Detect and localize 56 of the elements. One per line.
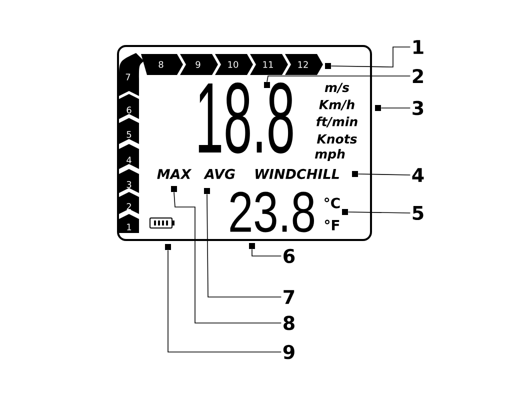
callout-number: 1 bbox=[414, 40, 424, 54]
node-label: 3 bbox=[126, 181, 132, 188]
callout-number: 8 bbox=[284, 316, 294, 330]
node-label: 7 bbox=[126, 74, 130, 80]
scale-segment: 4 bbox=[119, 144, 139, 169]
leader-line bbox=[168, 250, 282, 352]
node-label: 4 bbox=[126, 156, 132, 164]
unit-label: °C bbox=[324, 198, 340, 208]
big-digits: 18.8 bbox=[198, 82, 293, 154]
scale-segment: 6 bbox=[119, 94, 139, 119]
unit-label: °F bbox=[324, 220, 340, 230]
marker-square bbox=[325, 63, 331, 69]
scale-segment: 10 bbox=[215, 54, 253, 75]
temperature-digits: 23.8 bbox=[230, 192, 314, 232]
unit-label: m/s bbox=[324, 82, 350, 94]
callout-number: 6 bbox=[284, 248, 295, 264]
scale-segment: 3 bbox=[119, 169, 139, 193]
unit-label: Knots bbox=[316, 134, 357, 144]
marker-square bbox=[342, 209, 348, 215]
marker-square bbox=[264, 82, 270, 88]
marker-square bbox=[171, 186, 177, 192]
marker-square bbox=[249, 243, 255, 249]
scale-segment: 12 bbox=[285, 54, 323, 75]
lcd-frame bbox=[117, 45, 372, 241]
leader-line bbox=[358, 174, 411, 176]
callout-number: 9 bbox=[283, 344, 294, 360]
leader-line bbox=[252, 248, 282, 256]
leader-line bbox=[330, 46, 411, 68]
marker-square bbox=[375, 105, 381, 111]
node-label: 1 bbox=[127, 224, 132, 230]
mode-label: WINDCHILL bbox=[256, 168, 339, 180]
node-label: 5 bbox=[126, 131, 132, 138]
scale-segment: 9 bbox=[180, 54, 218, 75]
scale-segment: 11 bbox=[250, 54, 288, 75]
callout-number: 7 bbox=[284, 290, 294, 304]
callout-number: 5 bbox=[412, 206, 424, 220]
scale-segment: 1 bbox=[119, 214, 139, 233]
callout-number: 2 bbox=[412, 68, 423, 84]
callout-number: 3 bbox=[412, 100, 424, 116]
callout-number: 4 bbox=[412, 168, 424, 182]
scale-segment: 7 bbox=[119, 53, 144, 96]
unit-label: mph bbox=[314, 148, 345, 162]
scale-segment: 5 bbox=[119, 118, 139, 144]
unit-label: ft/min bbox=[316, 116, 358, 128]
marker-square bbox=[204, 188, 210, 194]
unit-label: Km/h bbox=[319, 100, 354, 110]
mode-label: AVG bbox=[204, 168, 235, 180]
leader-line bbox=[174, 192, 282, 324]
leader-line bbox=[348, 212, 411, 214]
scale-segment: 8 bbox=[141, 54, 183, 75]
mode-label: MAX bbox=[157, 169, 192, 179]
marker-square bbox=[352, 171, 358, 177]
marker-square bbox=[165, 244, 171, 250]
node-label: 6 bbox=[126, 106, 132, 114]
leader-line bbox=[266, 76, 411, 82]
leader-line bbox=[206, 194, 282, 298]
